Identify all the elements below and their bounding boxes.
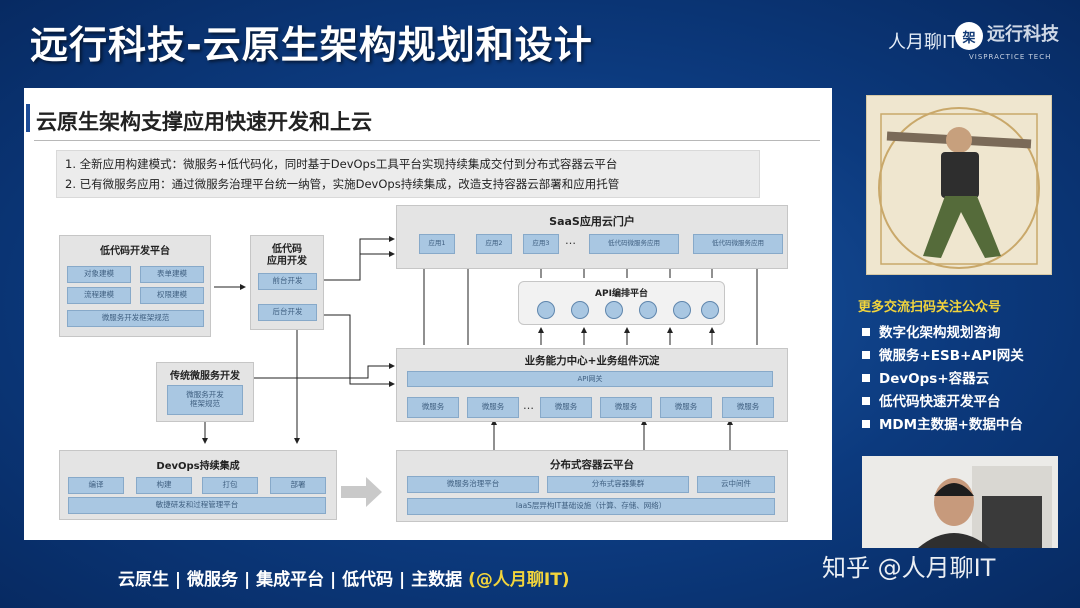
presenter-video: [862, 456, 1058, 548]
devops-step: 构建: [136, 477, 192, 494]
lowcode-platform-title: 低代码开发平台: [100, 246, 170, 257]
bullet-square-icon: [862, 351, 870, 359]
zhihu-watermark: 知乎 @人月聊IT: [822, 554, 996, 582]
container-chip: 微服务治理平台: [407, 476, 539, 493]
logo-glyph: 架: [955, 22, 983, 50]
service-item: DevOps+容器云: [862, 367, 989, 387]
lowcode-app-title-line2: 应用开发: [267, 256, 307, 267]
company-logo: 架 远行科技 VISPRACTICE TECH: [955, 22, 1065, 64]
note-line: 1. 全新应用构建模式：微服务+低代码化，同时基于DevOps工具平台实现持续集…: [65, 157, 618, 171]
api-node: [639, 301, 657, 319]
saas-app-chip: 应用1: [419, 234, 455, 254]
deploy-arrow: [341, 477, 382, 507]
lowcode-app-box: 低代码 应用开发 前台开发 后台开发: [250, 235, 324, 330]
microservice-chip: 微服务: [407, 397, 459, 418]
api-orch-title: API编排平台: [595, 289, 648, 299]
business-ellipsis: …: [523, 399, 534, 412]
microservice-chip: 微服务: [467, 397, 519, 418]
service-item: 数字化架构规划咨询: [862, 321, 1001, 341]
backend-chip: 后台开发: [258, 304, 317, 321]
api-node: [537, 301, 555, 319]
container-chip: 云中间件: [697, 476, 775, 493]
microservice-chip: 微服务: [660, 397, 712, 418]
service-item-label: 数字化架构规划咨询: [879, 325, 1001, 341]
slide-panel: 云原生架构支撑应用快速开发和上云 1. 全新应用构建模式：微服务+低代码化，同时…: [24, 88, 832, 540]
api-node: [701, 301, 719, 319]
connector-arrows: [132, 236, 760, 507]
lowcode-platform-box: 低代码开发平台 对象建模 表单建模 流程建模 权限建模 微服务开发框架规范: [59, 235, 211, 337]
service-item: MDM主数据+数据中台: [862, 413, 1023, 433]
devops-step: 部署: [270, 477, 326, 494]
container-title: 分布式容器云平台: [550, 459, 634, 471]
saas-ellipsis: …: [565, 234, 576, 247]
service-item-label: 微服务+ESB+API网关: [879, 348, 1024, 364]
title-divider: [34, 140, 820, 141]
devops-box: DevOps持续集成 编译 构建 打包 部署 敏捷研发和过程管理平台: [59, 450, 337, 520]
bullet-square-icon: [862, 420, 870, 428]
agile-platform-chip: 敏捷研发和过程管理平台: [68, 497, 326, 514]
saas-portal-box: SaaS应用云门户 应用1 应用2 应用3 … 低代码微服务应用 低代码微服务应…: [396, 205, 788, 269]
legacy-chip-line: 框架规范: [190, 399, 220, 408]
lowcode-app-chip: 低代码微服务应用: [693, 234, 783, 254]
service-item: 微服务+ESB+API网关: [862, 344, 1024, 364]
api-gateway-chip: API网关: [407, 371, 773, 387]
footer-tagline: 云原生 | 微服务 | 集成平台 | 低代码 | 主数据 (@人月聊IT): [118, 565, 570, 590]
brand-name: 人月聊IT: [888, 32, 959, 53]
microservice-chip: 微服务: [540, 397, 592, 418]
bullet-square-icon: [862, 397, 870, 405]
bullet-square-icon: [862, 328, 870, 336]
notes-box: 1. 全新应用构建模式：微服务+低代码化，同时基于DevOps工具平台实现持续集…: [56, 150, 760, 198]
logo-text: 远行科技: [987, 24, 1059, 45]
vitruvian-illustration: [878, 107, 1040, 269]
lowcode-app-chip: 低代码微服务应用: [589, 234, 679, 254]
service-item: 低代码快速开发平台: [862, 390, 1001, 410]
tagline-handle: (@人月聊IT): [468, 570, 570, 590]
devops-title: DevOps持续集成: [156, 461, 240, 472]
title-accent-bar: [26, 104, 30, 132]
frontend-chip: 前台开发: [258, 273, 317, 290]
container-chip: 分布式容器集群: [547, 476, 689, 493]
logo-subtitle: VISPRACTICE TECH: [969, 53, 1052, 61]
presenter-illustration: [862, 456, 1058, 548]
legacy-framework-chip: 微服务开发 框架规范: [167, 385, 243, 415]
saas-app-chip: 应用3: [523, 234, 559, 254]
api-node: [605, 301, 623, 319]
framework-chip: 微服务开发框架规范: [67, 310, 204, 327]
tagline-text: 云原生 | 微服务 | 集成平台 | 低代码 | 主数据: [118, 570, 469, 590]
container-platform-box: 分布式容器云平台 微服务治理平台 分布式容器集群 云中间件 IaaS层异构IT基…: [396, 450, 788, 522]
lowcode-chip: 流程建模: [67, 287, 131, 304]
saas-app-chip: 应用2: [476, 234, 512, 254]
saas-title: SaaS应用云门户: [549, 215, 635, 228]
poster-image: [866, 95, 1052, 275]
follow-prompt: 更多交流扫码关注公众号: [858, 300, 1002, 315]
bullet-square-icon: [862, 374, 870, 382]
service-item-label: MDM主数据+数据中台: [879, 417, 1023, 433]
microservice-chip: 微服务: [722, 397, 774, 418]
api-node: [673, 301, 691, 319]
lowcode-chip: 表单建模: [140, 266, 204, 283]
page-title: 远行科技-云原生架构规划和设计: [30, 23, 593, 67]
devops-step: 打包: [202, 477, 258, 494]
business-center-box: 业务能力中心+业务组件沉淀 API网关 微服务 微服务 … 微服务 微服务 微服…: [396, 348, 788, 422]
legacy-title: 传统微服务开发: [170, 371, 240, 382]
legacy-chip-line: 微服务开发: [186, 390, 224, 400]
lowcode-chip: 对象建模: [67, 266, 131, 283]
service-item-label: 低代码快速开发平台: [879, 394, 1001, 410]
api-node: [571, 301, 589, 319]
legacy-microservice-box: 传统微服务开发 微服务开发 框架规范: [156, 362, 254, 422]
slide-title: 云原生架构支撑应用快速开发和上云: [36, 110, 372, 134]
service-item-label: DevOps+容器云: [879, 371, 990, 387]
lowcode-chip: 权限建模: [140, 287, 204, 304]
business-title: 业务能力中心+业务组件沉淀: [524, 355, 660, 367]
devops-step: 编译: [68, 477, 124, 494]
iaas-chip: IaaS层异构IT基础设施（计算、存储、网络）: [407, 498, 775, 515]
microservice-chip: 微服务: [600, 397, 652, 418]
lowcode-app-title-line1: 低代码: [272, 244, 302, 255]
api-orchestration-box: API编排平台: [518, 281, 725, 325]
note-line: 2. 已有微服务应用：通过微服务治理平台统一纳管，实施DevOps持续集成，改造…: [65, 177, 620, 191]
